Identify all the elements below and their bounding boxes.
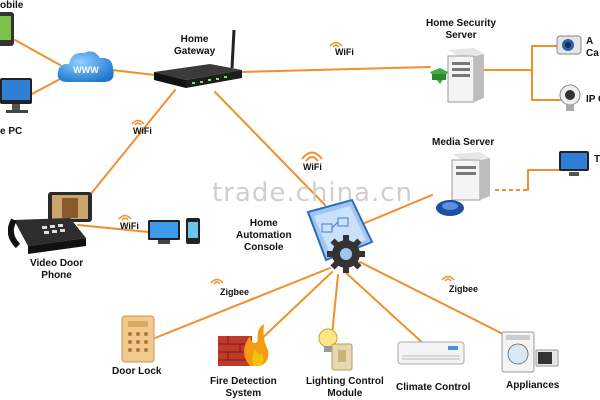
zigbee-signal-icon	[441, 275, 455, 282]
wire-console-media	[359, 194, 433, 226]
door-lock-icon	[121, 315, 155, 363]
appliances-label: Appliances	[506, 380, 560, 391]
monitor-and-phone-icon	[148, 218, 200, 244]
wifi-text: WiFi	[133, 126, 152, 136]
wire-pc-cloud	[29, 77, 63, 96]
wifi-signal-icon	[301, 151, 323, 162]
wire-gateway-security	[239, 66, 431, 73]
gear-icon	[327, 235, 365, 273]
wire-gateway-doorphone	[89, 89, 176, 196]
wire-console-doorlock	[149, 267, 331, 341]
camera-a-label: A Ca	[586, 36, 599, 59]
home-security-server-label: Home Security Server	[426, 18, 497, 41]
camera-icon	[556, 35, 582, 55]
automation-console-icon	[306, 198, 374, 273]
internet-cloud-icon: WWW	[57, 51, 114, 82]
smartphone-icon	[0, 12, 14, 46]
climate-control-label: Climate Control	[396, 382, 471, 393]
media-server-label: Media Server	[432, 137, 495, 148]
wire-doorphone-screen	[77, 224, 149, 233]
wire-console-appliances	[359, 261, 506, 336]
video-door-phone-icon	[8, 192, 92, 254]
zigbee-link-left: Zigbee	[210, 278, 250, 297]
wifi-text: WiFi	[335, 47, 354, 57]
fire-detection-icon	[218, 324, 269, 366]
security-server-icon	[430, 48, 484, 103]
wifi-signal-icon	[131, 119, 145, 126]
zigbee-text: Zigbee	[449, 284, 479, 294]
pc-label: e PC	[0, 126, 23, 137]
pc-monitor-icon	[0, 78, 32, 113]
appliances-icon	[501, 331, 559, 373]
wifi-link-screen: WiFi	[118, 214, 139, 231]
wire-gateway-console	[214, 91, 326, 206]
tv-label: T	[594, 154, 600, 165]
home-gateway-label: Home Gateway	[174, 34, 216, 57]
zigbee-link-right: Zigbee	[441, 275, 479, 294]
ip-camera-icon	[559, 84, 581, 111]
tv-icon	[559, 151, 589, 176]
lighting-control-label: Lighting Control Module	[306, 376, 384, 399]
zigbee-text: Zigbee	[220, 287, 250, 297]
home-automation-console-label: Home Automation Console	[236, 218, 292, 253]
wire-console-climate	[344, 271, 426, 346]
wire-cloud-gateway	[111, 69, 156, 76]
mobile-label: obile	[0, 0, 24, 11]
watermark: trade.china.cn	[212, 178, 414, 208]
zigbee-signal-icon	[210, 278, 224, 285]
wire-console-fire	[254, 271, 333, 346]
wire-mobile-cloud	[14, 39, 61, 66]
wifi-link-security: WiFi	[329, 41, 354, 57]
fire-detection-label: Fire Detection System	[210, 376, 277, 399]
media-server-icon	[436, 152, 490, 216]
door-lock-label: Door Lock	[112, 366, 162, 377]
video-door-phone-label: Video Door Phone	[30, 258, 84, 281]
wifi-text: WiFi	[303, 162, 322, 172]
wifi-link-console: WiFi	[301, 151, 323, 172]
wifi-signal-icon	[118, 214, 132, 221]
wifi-link-doorphone: WiFi	[131, 119, 152, 136]
www-text: WWW	[73, 65, 99, 75]
lighting-control-icon	[318, 328, 353, 371]
air-conditioner-icon	[397, 341, 465, 365]
wire-console-lighting	[331, 274, 339, 336]
router-icon	[154, 29, 242, 88]
wifi-signal-icon	[329, 41, 343, 48]
wifi-text: WiFi	[120, 221, 139, 231]
ip-camera-label: IP C	[586, 94, 600, 105]
